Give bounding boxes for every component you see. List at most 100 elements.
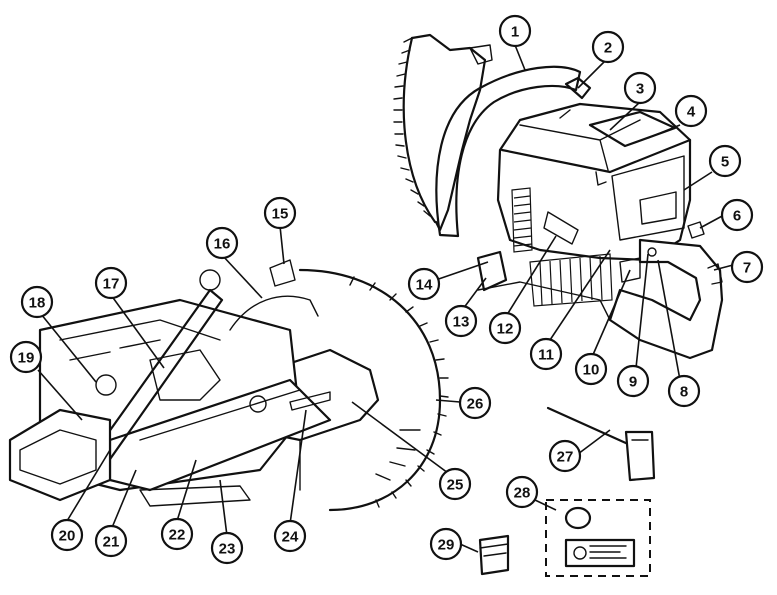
callout-circle (720, 198, 754, 232)
callout-circle (458, 386, 492, 420)
callout-20: 20 (50, 518, 84, 552)
callout-number: 4 (687, 104, 696, 121)
callout-circle (574, 352, 608, 386)
callout-10: 10 (574, 352, 608, 386)
accessory-kit-box (545, 499, 651, 577)
callout-number: 11 (538, 347, 554, 364)
callout-number: 2 (604, 40, 612, 57)
callout-number: 16 (214, 236, 231, 253)
callout-1: 1 (498, 14, 532, 48)
callout-circle (623, 71, 657, 105)
callout-19: 19 (9, 340, 43, 374)
callout-4: 4 (674, 94, 708, 128)
callout-number: 26 (467, 396, 484, 413)
callout-circle (50, 518, 84, 552)
callout-23: 23 (210, 531, 244, 565)
callout-5: 5 (708, 144, 742, 178)
callout-number: 5 (721, 154, 729, 171)
callout-circle (708, 144, 742, 178)
callout-circle (429, 527, 463, 561)
callout-number: 12 (497, 321, 514, 338)
callout-9: 9 (616, 364, 650, 398)
side-view-machine (8, 259, 449, 512)
callout-number: 7 (743, 260, 751, 277)
callout-circle (263, 196, 297, 230)
callout-circle (210, 531, 244, 565)
callout-21: 21 (94, 524, 128, 558)
callout-24: 24 (273, 519, 307, 553)
callout-number: 29 (438, 537, 455, 554)
callout-circle (505, 475, 539, 509)
callout-number: 15 (272, 206, 289, 223)
callout-circle (94, 524, 128, 558)
callout-number: 20 (59, 528, 76, 545)
callout-29: 29 (429, 527, 463, 561)
callout-11: 11 (529, 337, 563, 371)
callout-22: 22 (160, 517, 194, 551)
callout-2: 2 (591, 30, 625, 64)
callout-17: 17 (94, 266, 128, 300)
callout-number: 19 (18, 350, 35, 367)
callout-number: 25 (447, 477, 464, 494)
callout-circle (20, 285, 54, 319)
callout-number: 6 (733, 208, 741, 225)
callout-13: 13 (444, 304, 478, 338)
callout-number: 1 (511, 24, 519, 41)
callout-15: 15 (263, 196, 297, 230)
callout-circle (591, 30, 625, 64)
callout-circle (438, 467, 472, 501)
callout-number: 21 (103, 534, 120, 551)
callout-14: 14 (407, 267, 441, 301)
callout-circle (273, 519, 307, 553)
callout-circle (444, 304, 478, 338)
callout-circle (205, 226, 239, 260)
side-rear-handle (8, 408, 112, 502)
callout-8: 8 (667, 374, 701, 408)
callout-number: 23 (219, 541, 236, 558)
callout-circle (94, 266, 128, 300)
callout-circle (529, 337, 563, 371)
callout-circle (488, 311, 522, 345)
callout-number: 8 (680, 384, 688, 401)
leader-lines (37, 44, 734, 553)
callout-25: 25 (438, 467, 472, 501)
callout-circle (730, 250, 764, 284)
callout-28: 28 (505, 475, 539, 509)
callout-7: 7 (730, 250, 764, 284)
callout-26: 26 (458, 386, 492, 420)
rear-view-machine (393, 33, 724, 360)
callout-circle (616, 364, 650, 398)
callout-number: 10 (583, 362, 600, 379)
callout-number: 9 (629, 374, 637, 391)
callout-circle (407, 267, 441, 301)
bushing-part (478, 534, 510, 576)
callout-circle (9, 340, 43, 374)
callout-12: 12 (488, 311, 522, 345)
callout-circle (548, 439, 582, 473)
callout-circle (160, 517, 194, 551)
callout-number: 28 (514, 485, 531, 502)
callout-27: 27 (548, 439, 582, 473)
callout-18: 18 (20, 285, 54, 319)
callout-number: 27 (557, 449, 574, 466)
throttle-cap (564, 76, 592, 100)
callout-6: 6 (720, 198, 754, 232)
air-filter-cover (588, 110, 677, 148)
combination-wrench (546, 406, 656, 482)
callout-number: 13 (453, 314, 470, 331)
front-handle (435, 65, 582, 238)
callout-number: 17 (103, 276, 120, 293)
callout-number: 14 (416, 277, 433, 294)
callout-number: 24 (282, 529, 299, 546)
callout-circle (498, 14, 532, 48)
callout-circle (674, 94, 708, 128)
callout-number: 18 (29, 295, 46, 312)
callout-number: 3 (636, 81, 644, 98)
callout-3: 3 (623, 71, 657, 105)
callout-16: 16 (205, 226, 239, 260)
callout-number: 22 (169, 527, 186, 544)
callout-circle (667, 374, 701, 408)
